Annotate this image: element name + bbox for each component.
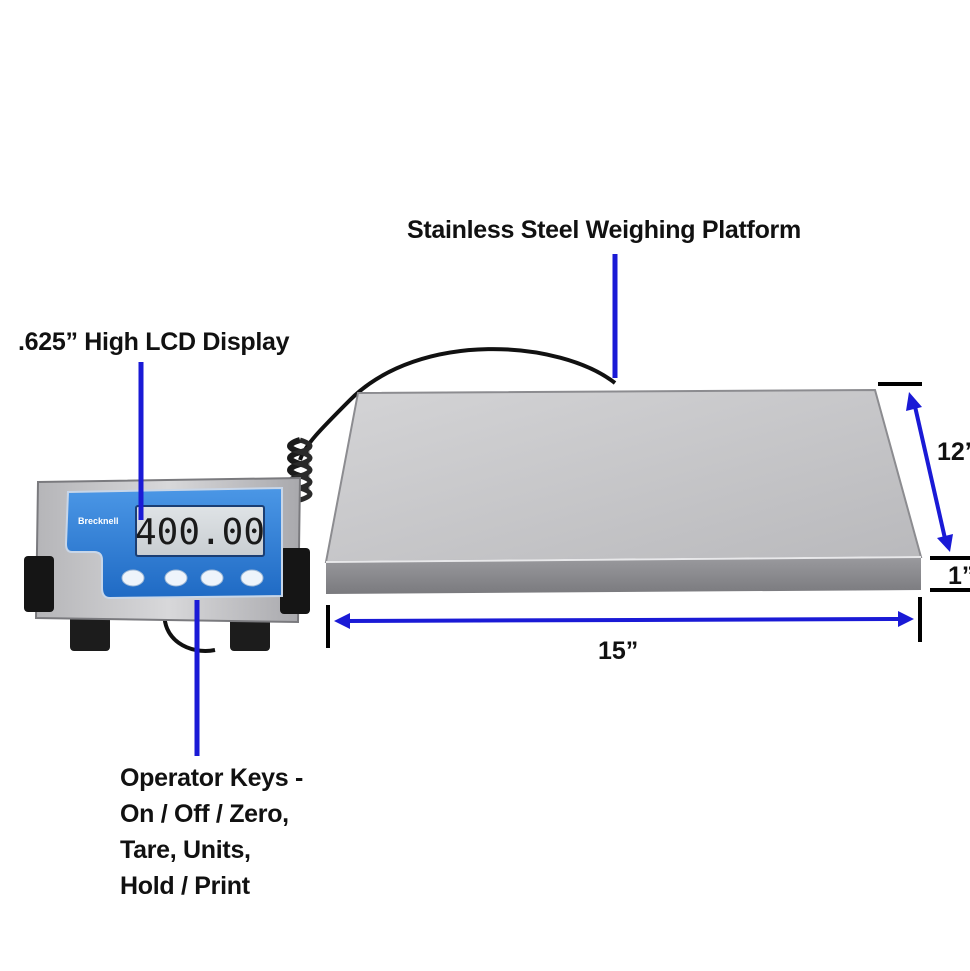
- operator-keys-line: Hold / Print: [120, 872, 250, 900]
- operator-keys-line: On / Off / Zero,: [120, 800, 289, 828]
- hold-print-key[interactable]: [121, 569, 145, 587]
- depth-dimension-label: 12’: [937, 438, 970, 466]
- operator-keys-label: Operator Keys - On / Off / Zero, Tare, U…: [120, 760, 303, 904]
- bracket-left: [24, 556, 54, 612]
- tare-key[interactable]: [200, 569, 224, 587]
- operator-keys: [121, 569, 264, 587]
- depth-dimension: [878, 382, 953, 552]
- indicator-unit: 400.00 Brecknell: [24, 476, 310, 651]
- lcd-reading: 400.00: [135, 512, 265, 553]
- on-off-zero-key[interactable]: [240, 569, 264, 587]
- width-dimension: [326, 597, 922, 648]
- height-dimension: [930, 556, 970, 592]
- width-dimension-label: 15”: [598, 637, 639, 665]
- operator-keys-line: Tare, Units,: [120, 836, 251, 864]
- callout-lines: [138, 254, 618, 756]
- lcd-display-label: .625” High LCD Display: [18, 328, 290, 356]
- units-key[interactable]: [164, 569, 188, 587]
- brand-logo: Brecknell: [78, 516, 119, 526]
- height-dimension-label: 1”: [948, 562, 970, 590]
- lcd-window: [135, 505, 265, 557]
- platform-label: Stainless Steel Weighing Platform: [407, 216, 801, 244]
- bracket-right: [280, 548, 310, 614]
- weighing-platform: [324, 388, 923, 594]
- operator-keys-line: Operator Keys -: [120, 764, 304, 792]
